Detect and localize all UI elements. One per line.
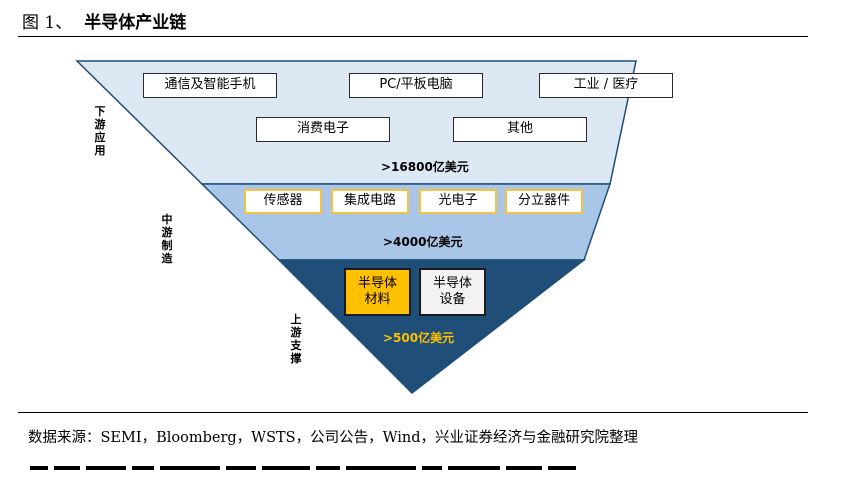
bottom-rule [18, 412, 808, 413]
item-integrated-circuit: 集成电路 [331, 189, 409, 214]
upstream-side-label: 上游支撑 [290, 313, 302, 365]
downstream-side-label: 下游应用 [94, 105, 106, 157]
figure-title: 图 1、半导体产业链 [22, 8, 186, 33]
figure-number: 图 1、 [22, 13, 73, 33]
downstream-value: >16800亿美元 [381, 160, 469, 174]
top-rule [18, 36, 808, 37]
item-semiconductor-materials: 半导体材料 [344, 268, 411, 316]
item-industrial-medical: 工业 / 医疗 [539, 73, 673, 98]
figure-caption: 半导体产业链 [84, 13, 187, 33]
item-optoelectronics: 光电子 [419, 189, 497, 214]
midstream-value: >4000亿美元 [383, 235, 463, 249]
source-note: 数据来源：SEMI，Bloomberg，WSTS，公司公告，Wind，兴业证券经… [28, 430, 639, 446]
item-sensor: 传感器 [244, 189, 322, 214]
item-telecom-smartphone: 通信及智能手机 [143, 73, 277, 98]
item-discrete-devices: 分立器件 [505, 189, 583, 214]
midstream-side-label: 中游制造 [161, 213, 173, 265]
item-other: 其他 [453, 117, 587, 142]
upstream-value: >500亿美元 [383, 331, 455, 345]
item-consumer-electronics: 消费电子 [256, 117, 390, 142]
item-pc-tablet: PC/平板电脑 [349, 73, 483, 98]
item-semiconductor-equipment: 半导体设备 [419, 268, 486, 316]
cropped-text-line [30, 466, 800, 478]
